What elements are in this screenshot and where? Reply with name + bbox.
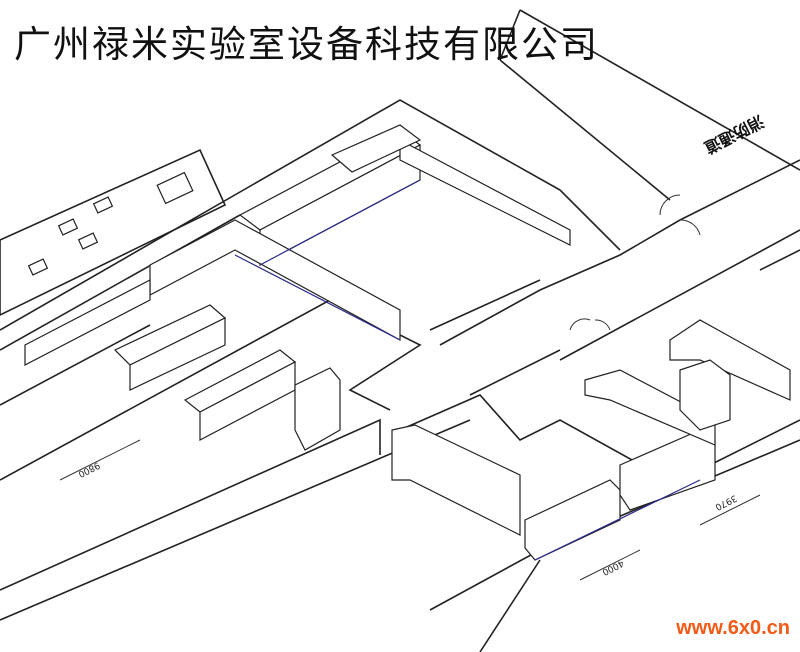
dimension-bottom: 4000 bbox=[600, 557, 625, 576]
lab-benches bbox=[24, 124, 791, 561]
legend-panel bbox=[0, 148, 227, 316]
dimension-right: 3970 bbox=[713, 492, 738, 511]
company-title: 广州禄米实验室设备科技有限公司 bbox=[14, 23, 599, 66]
dimension-left: 9800 bbox=[76, 459, 101, 478]
watermark: www.6x0.cn bbox=[676, 617, 790, 639]
